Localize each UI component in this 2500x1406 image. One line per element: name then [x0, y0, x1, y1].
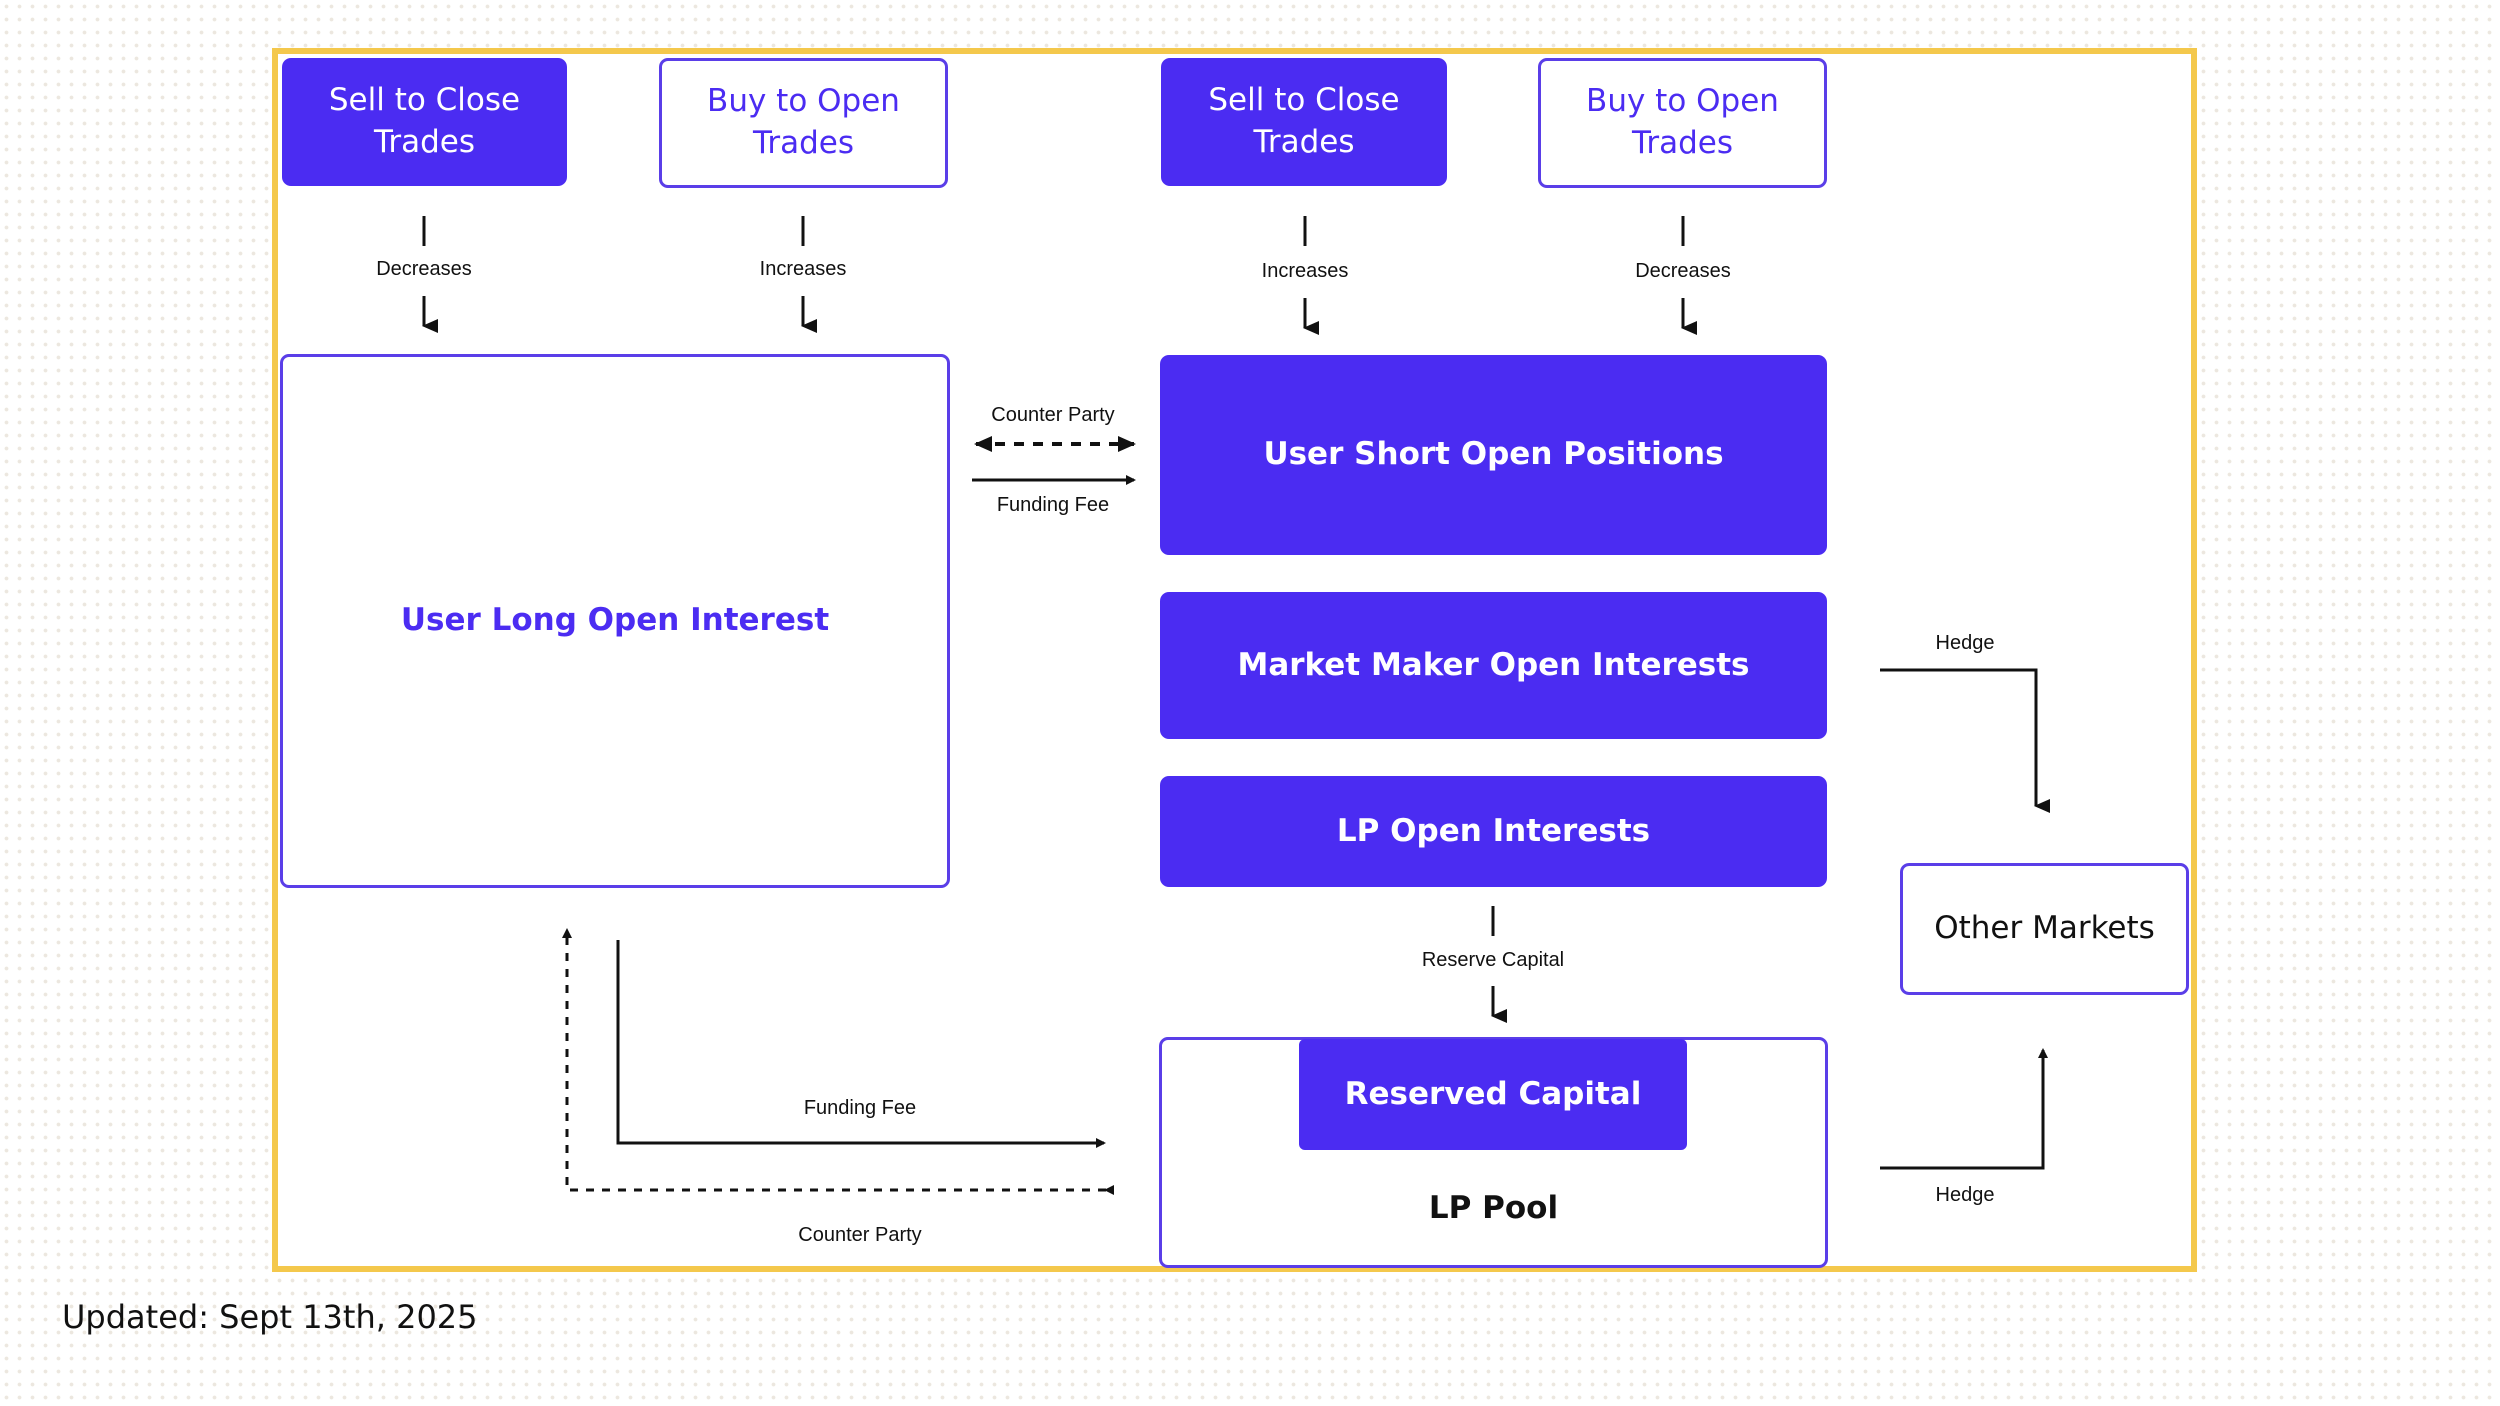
- label-decreases-right: Decreases: [1635, 260, 1731, 282]
- label-funding-fee-bottom: Funding Fee: [803, 1097, 917, 1119]
- label-counter-party-top: Counter Party: [991, 404, 1115, 426]
- lp-open-interests: LP Open Interests: [1160, 776, 1827, 887]
- lp-pool-label: LP Pool: [1428, 1190, 1559, 1226]
- label-counter-party-bottom: Counter Party: [798, 1224, 922, 1246]
- label-decreases-left: Decreases: [376, 258, 472, 280]
- hedge-bottom-arrow: [1880, 1048, 2048, 1170]
- user-short-open-positions: User Short Open Positions: [1160, 355, 1827, 555]
- label-hedge-top: Hedge: [1935, 632, 1995, 654]
- label-increases-left: Increases: [759, 258, 847, 280]
- label-reserve-capital: Reserve Capital: [1421, 949, 1565, 971]
- user-long-open-interest: User Long Open Interest: [280, 354, 950, 888]
- other-markets: Other Markets: [1900, 863, 2189, 995]
- buy-to-open-trades-left: Buy to Open Trades: [659, 58, 948, 188]
- sell-to-close-trades-right: Sell to Close Trades: [1161, 58, 1447, 186]
- label-increases-right: Increases: [1261, 260, 1349, 282]
- updated-date: Updated: Sept 13th, 2025: [62, 1298, 478, 1336]
- label-funding-fee-top: Funding Fee: [996, 494, 1110, 516]
- sell-to-close-trades-left: Sell to Close Trades: [282, 58, 567, 186]
- label-hedge-bottom: Hedge: [1935, 1184, 1995, 1206]
- reserved-capital: Reserved Capital: [1299, 1039, 1687, 1150]
- buy-to-open-trades-right: Buy to Open Trades: [1538, 58, 1827, 188]
- market-maker-open-interests: Market Maker Open Interests: [1160, 592, 1827, 739]
- counter-party-bottom-arrow: [562, 928, 1114, 1195]
- hedge-top-arrow: [1880, 668, 2050, 813]
